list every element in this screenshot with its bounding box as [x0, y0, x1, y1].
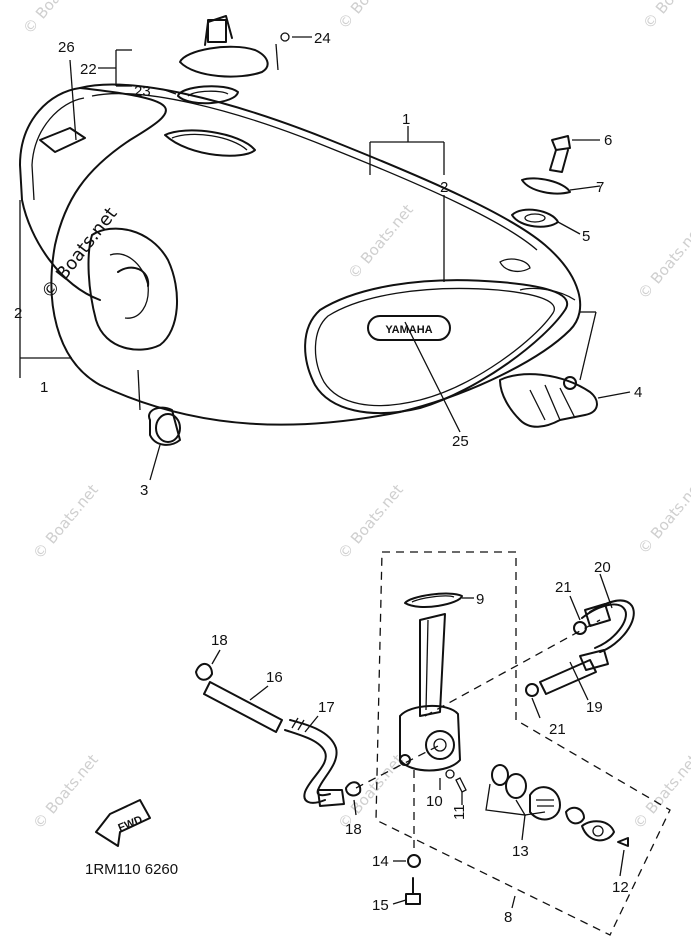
callout-15: 15: [372, 897, 389, 914]
callout-23: 23: [134, 83, 151, 100]
watermark: © Boats.net: [634, 221, 691, 303]
watermark: © Boats.net: [19, 0, 92, 38]
callout-12: 12: [612, 879, 629, 896]
callout-22: 22: [80, 61, 97, 78]
watermark: © Boats.net: [29, 481, 102, 563]
watermark: © Boats.net: [334, 0, 407, 33]
callout-labels: 1 2 2 1 3 4 5 6 7 8 9 10 11 12 13 14 15 …: [14, 30, 642, 926]
bolt-6: [551, 135, 571, 151]
fuel-tank: YAMAHA: [19, 83, 582, 426]
kit-boundary-8: [375, 551, 671, 936]
callout-1: 1: [402, 111, 410, 128]
watermark: © Boats.net: [634, 476, 691, 558]
forward-arrow: FWD: [95, 799, 151, 847]
callout-2: 2: [440, 179, 448, 196]
callout-leaders-top: [19, 36, 631, 481]
tank-bracket-4: [499, 373, 598, 428]
grommet-3: [148, 406, 181, 446]
callout-18: 18: [345, 821, 362, 838]
callout-6: 6: [604, 132, 612, 149]
callout-26: 26: [58, 39, 75, 56]
watermark: © Boats.net: [639, 0, 691, 33]
fuel-cap-assembly: [177, 15, 290, 105]
watermark: © Boats.net: [334, 481, 407, 563]
callout-18: 18: [211, 632, 228, 649]
yamaha-badge: [367, 315, 451, 341]
callout-20: 20: [594, 559, 611, 576]
callout-14: 14: [372, 853, 389, 870]
callout-4: 4: [634, 384, 642, 401]
fuel-hoses: [195, 573, 635, 816]
watermark: © Boats.net: [344, 201, 417, 283]
watermark: © Boats.net: [629, 751, 691, 833]
damper-5: [511, 208, 559, 228]
diagram-code: 1RM110 6260: [85, 861, 178, 878]
callout-9: 9: [476, 591, 484, 608]
callout-24: 24: [314, 30, 331, 47]
callout-19: 19: [586, 699, 603, 716]
tank-mount-hardware: [511, 135, 571, 228]
callout-21: 21: [549, 721, 566, 738]
callout-10: 10: [426, 793, 443, 810]
washer-7: [521, 177, 571, 195]
callout-5: 5: [582, 228, 590, 245]
callout-1: 1: [40, 379, 48, 396]
callout-2: 2: [14, 305, 22, 322]
callout-21: 21: [555, 579, 572, 596]
callout-7: 7: [596, 179, 604, 196]
callout-3: 3: [140, 482, 148, 499]
callout-25: 25: [452, 433, 469, 450]
callout-11: 11: [451, 804, 468, 820]
callout-8: 8: [504, 909, 512, 926]
fuel-cock-assembly: [375, 551, 671, 936]
screw-24: [280, 32, 290, 42]
callout-16: 16: [266, 669, 283, 686]
callout-17: 17: [318, 699, 335, 716]
callout-13: 13: [512, 843, 529, 860]
watermark: © Boats.net: [29, 751, 102, 833]
hose-16: [203, 681, 283, 733]
fwd-label: FWD: [116, 814, 144, 835]
cap-gasket: [177, 85, 239, 105]
